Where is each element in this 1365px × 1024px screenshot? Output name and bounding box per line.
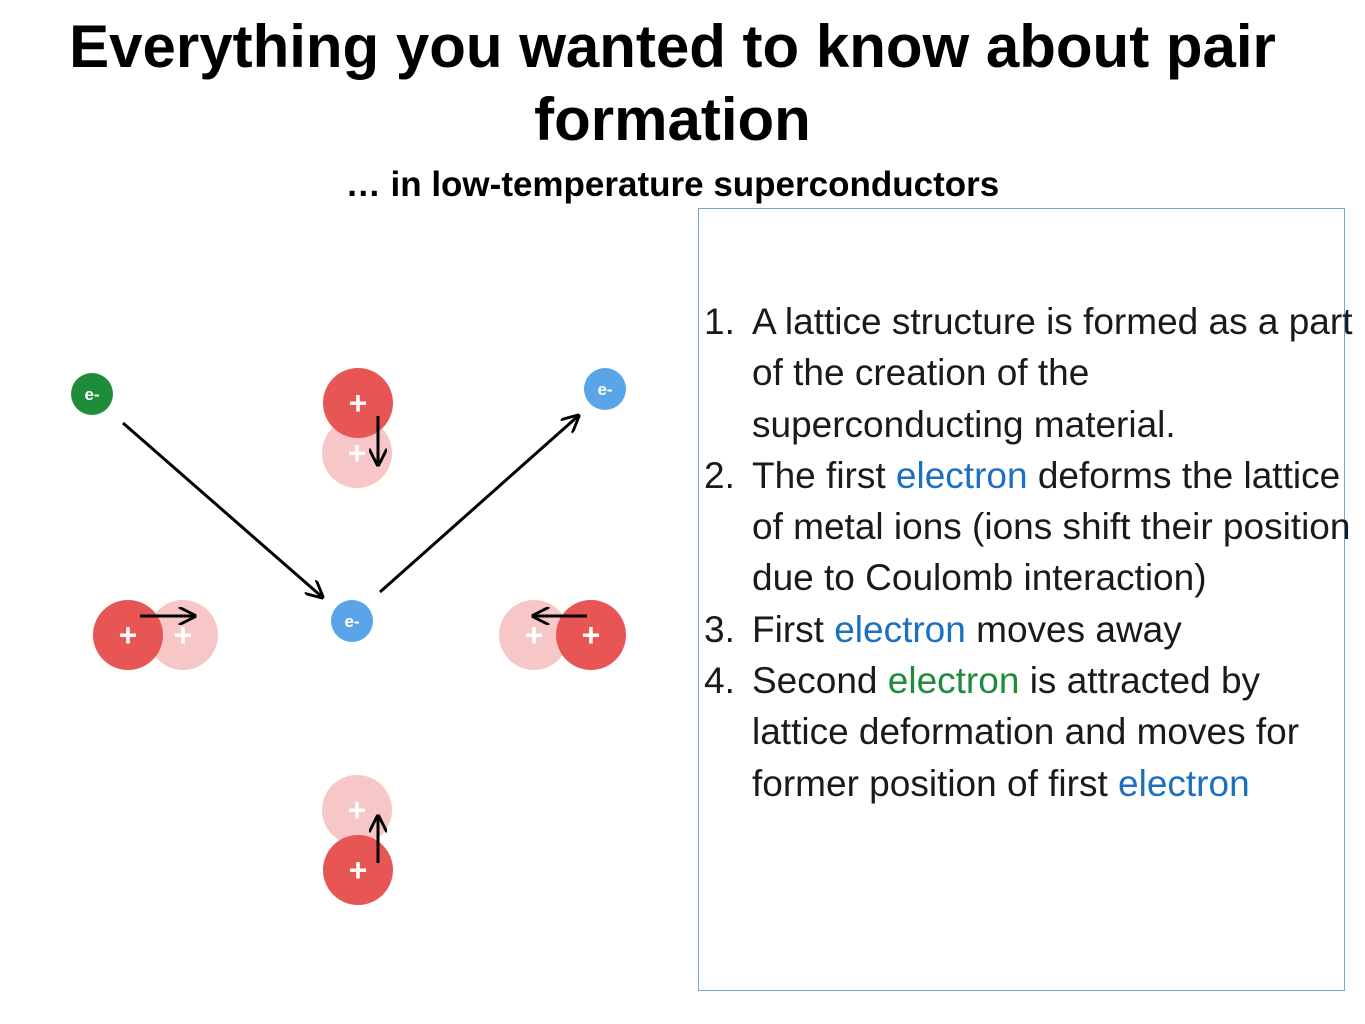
step-text: Second	[752, 660, 888, 702]
second-electron-path-arrow	[122, 421, 321, 596]
step-number: 1.	[704, 301, 735, 342]
first-electron-moved	[584, 368, 626, 410]
ion-top-shifted	[322, 418, 392, 488]
step-text: deforms the lattice of metal ions (ions …	[752, 454, 1351, 599]
first-electron-initial	[331, 600, 373, 642]
explanation-step: 1. A lattice structure is formed as a par…	[704, 296, 1354, 450]
highlight-term-blue: electron	[834, 608, 966, 650]
explanation-step: 3. First electron moves away	[704, 604, 1354, 655]
step-number: 4.	[704, 660, 735, 702]
ion-bottom	[323, 835, 393, 905]
ion-left-shifted-label: +	[174, 617, 193, 653]
first-electron-moved-label: e-	[597, 380, 612, 399]
highlight-term-blue: electron	[895, 454, 1028, 496]
highlight-term-blue: electron	[1118, 762, 1250, 804]
ion-bottom-label: +	[349, 852, 368, 888]
highlight-term-green: electron	[887, 660, 1020, 702]
step-text: moves away	[965, 608, 1182, 650]
ion-top-shifted-label: +	[348, 435, 367, 471]
ion-top-label: +	[349, 385, 368, 421]
ion-right-label: +	[582, 617, 601, 653]
step-text: The first	[752, 454, 896, 496]
ion-right-shifted-label: +	[525, 617, 544, 653]
ion-left-label: +	[119, 617, 138, 653]
explanation-steps: 1. A lattice structure is formed as a par…	[704, 296, 1354, 809]
first-electron-initial-label: e-	[344, 612, 359, 631]
slide-subtitle: … in low-temperature superconductors	[345, 165, 1000, 204]
first-electron-path-arrow	[379, 417, 577, 594]
step-text: First	[752, 608, 835, 650]
step-text: is attracted by lattice deformation and …	[752, 660, 1300, 804]
slide-title: Everything you wanted to know about pair…	[69, 13, 1276, 153]
second-electron	[71, 373, 113, 415]
ion-top	[323, 368, 393, 438]
step-text: A lattice structure is formed as a part …	[752, 301, 1353, 445]
second-electron-label: e-	[84, 385, 99, 404]
ion-bottom-shifted-label: +	[348, 792, 367, 828]
pair-formation-diagram: + + + + + + + + e- e- e-	[71, 368, 626, 905]
explanation-box	[698, 208, 1345, 991]
step-number: 2.	[704, 454, 735, 496]
step-number: 3.	[704, 608, 735, 650]
explanation-step: 4. Second electron is attracted by lattic…	[704, 655, 1354, 809]
explanation-step: 2. The first electron deforms the lattice…	[704, 450, 1354, 604]
